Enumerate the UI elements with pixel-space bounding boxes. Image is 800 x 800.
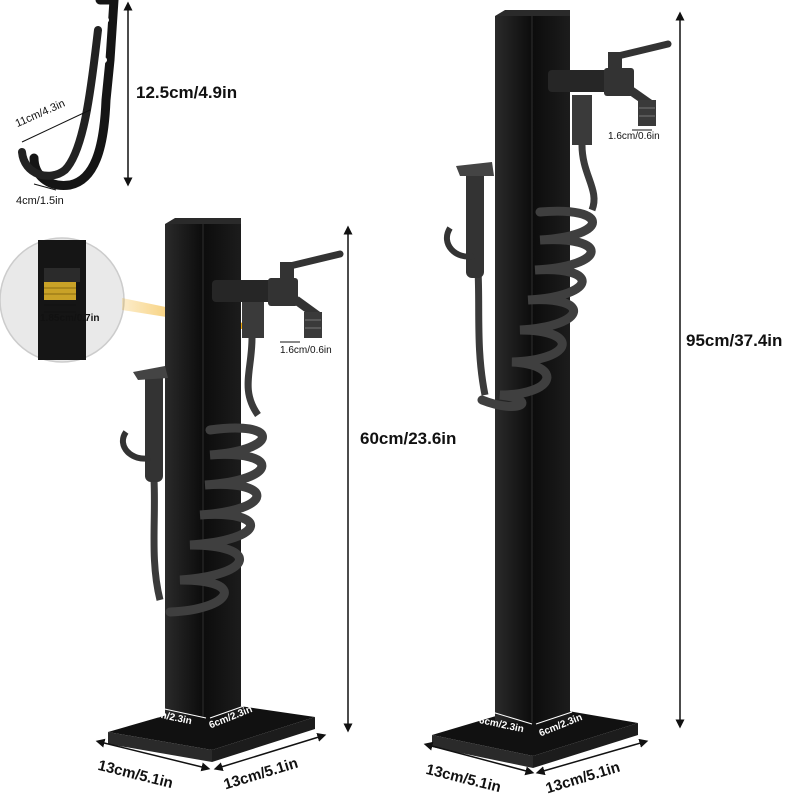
short-height-label: 60cm/23.6in: [360, 429, 457, 448]
short-post-unit: [108, 218, 344, 762]
tall-outlet-label: 1.6cm/0.6in: [608, 131, 660, 142]
connector-diameter-label: 1.85cm/0.7in: [40, 313, 100, 324]
hook-gap-label: 4cm/1.5in: [16, 195, 64, 207]
brass-thread: [44, 282, 76, 300]
hook-gap-line: [33, 183, 57, 191]
hook-height-label: 12.5cm/4.9in: [136, 83, 238, 102]
short-outlet-label: 1.6cm/0.6in: [280, 345, 332, 356]
wall-hook: [18, 0, 119, 190]
connector-inset: [0, 237, 125, 363]
short-hose: [244, 337, 261, 418]
tall-sprayer: [444, 162, 494, 278]
tall-post-unit: [432, 10, 672, 768]
hook-depth-line: [21, 109, 91, 143]
tall-height-label: 95cm/37.4in: [686, 331, 783, 350]
short-sprayer: [120, 366, 168, 482]
short-base: [108, 702, 315, 750]
tall-hose: [477, 206, 597, 411]
